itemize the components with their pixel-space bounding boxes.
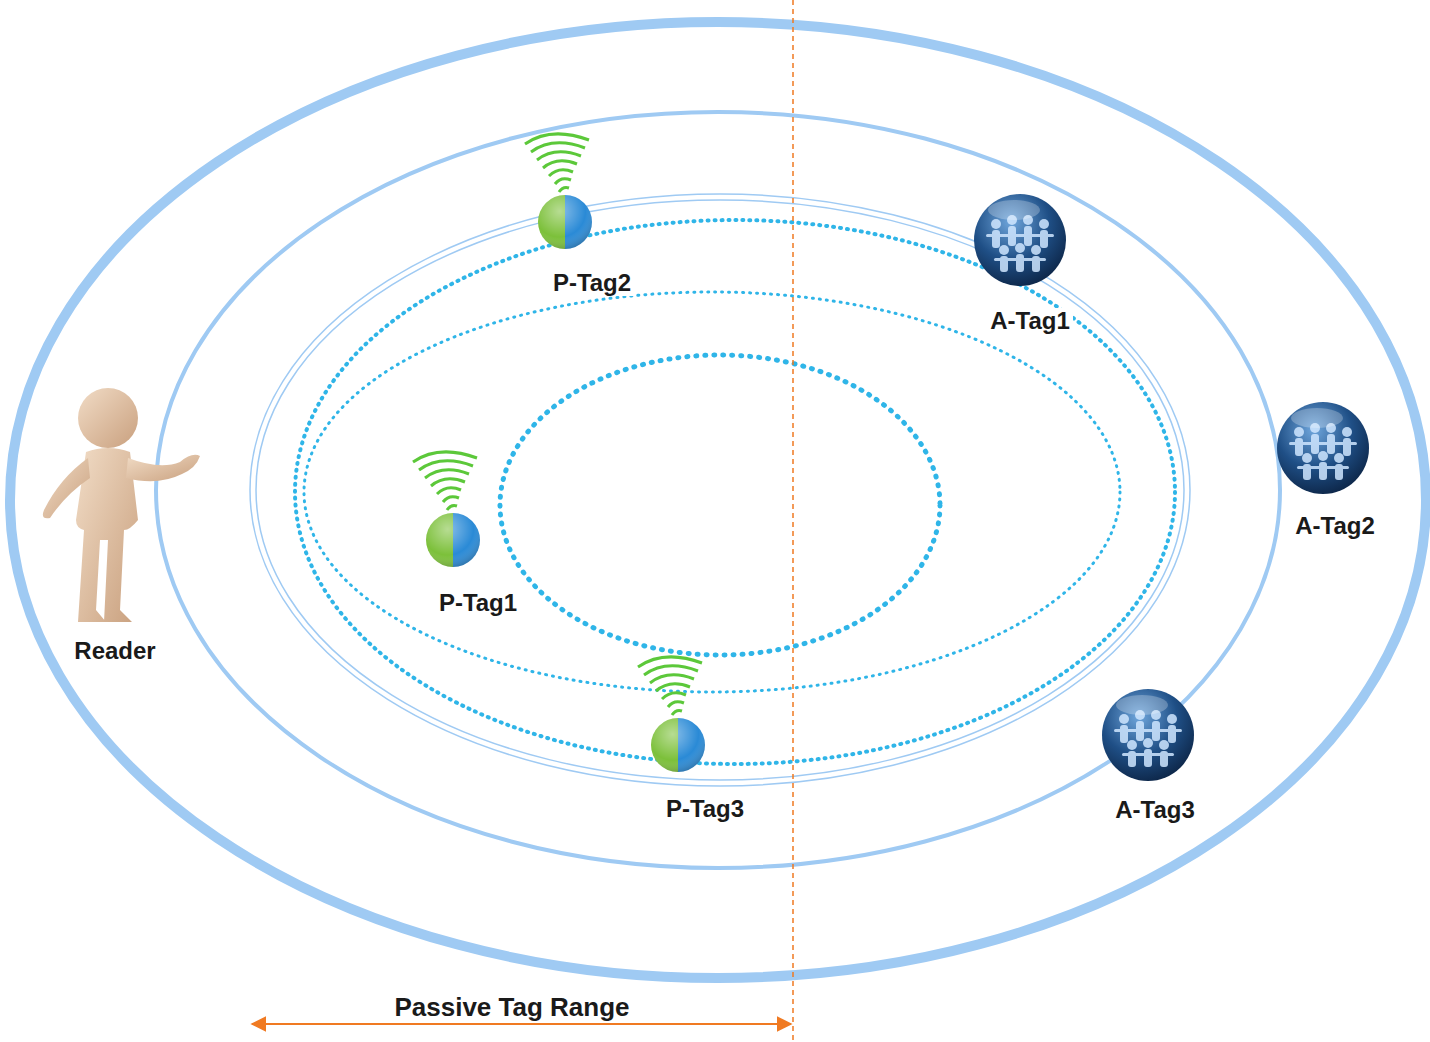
tag-label: A-Tag3 bbox=[1112, 797, 1198, 823]
orbit bbox=[500, 355, 940, 655]
active-tag bbox=[1277, 402, 1369, 494]
inner-range bbox=[250, 194, 1190, 786]
passive-tag bbox=[413, 452, 480, 567]
active-tag bbox=[974, 194, 1066, 286]
passive-tag bbox=[638, 657, 705, 772]
tag-label: P-Tag3 bbox=[663, 796, 747, 822]
tag-node: P-Tag2 bbox=[550, 270, 634, 296]
orbit bbox=[304, 292, 1120, 692]
reader-figure bbox=[43, 388, 200, 622]
tag-node: P-Tag1 bbox=[436, 590, 520, 616]
tag-label: P-Tag1 bbox=[436, 590, 520, 616]
orbit bbox=[295, 220, 1175, 764]
tag-label: Reader bbox=[71, 638, 158, 664]
tag-label: A-Tag1 bbox=[987, 308, 1073, 334]
tag-node: P-Tag3 bbox=[663, 796, 747, 822]
reader-node: Reader bbox=[71, 638, 158, 664]
active-tag bbox=[1102, 689, 1194, 781]
tag-node: A-Tag2 bbox=[1292, 513, 1378, 539]
range-boundary bbox=[792, 0, 794, 1042]
range-arrow bbox=[252, 1023, 791, 1025]
tag-label: A-Tag2 bbox=[1292, 513, 1378, 539]
tag-node: A-Tag3 bbox=[1112, 797, 1198, 823]
inner-range bbox=[256, 200, 1184, 780]
tag-node: A-Tag1 bbox=[987, 308, 1073, 334]
passive-tag bbox=[525, 134, 592, 249]
outer-range bbox=[10, 22, 1426, 978]
middle-range bbox=[156, 112, 1280, 868]
range-label: Passive Tag Range bbox=[390, 993, 633, 1022]
tag-label: P-Tag2 bbox=[550, 270, 634, 296]
